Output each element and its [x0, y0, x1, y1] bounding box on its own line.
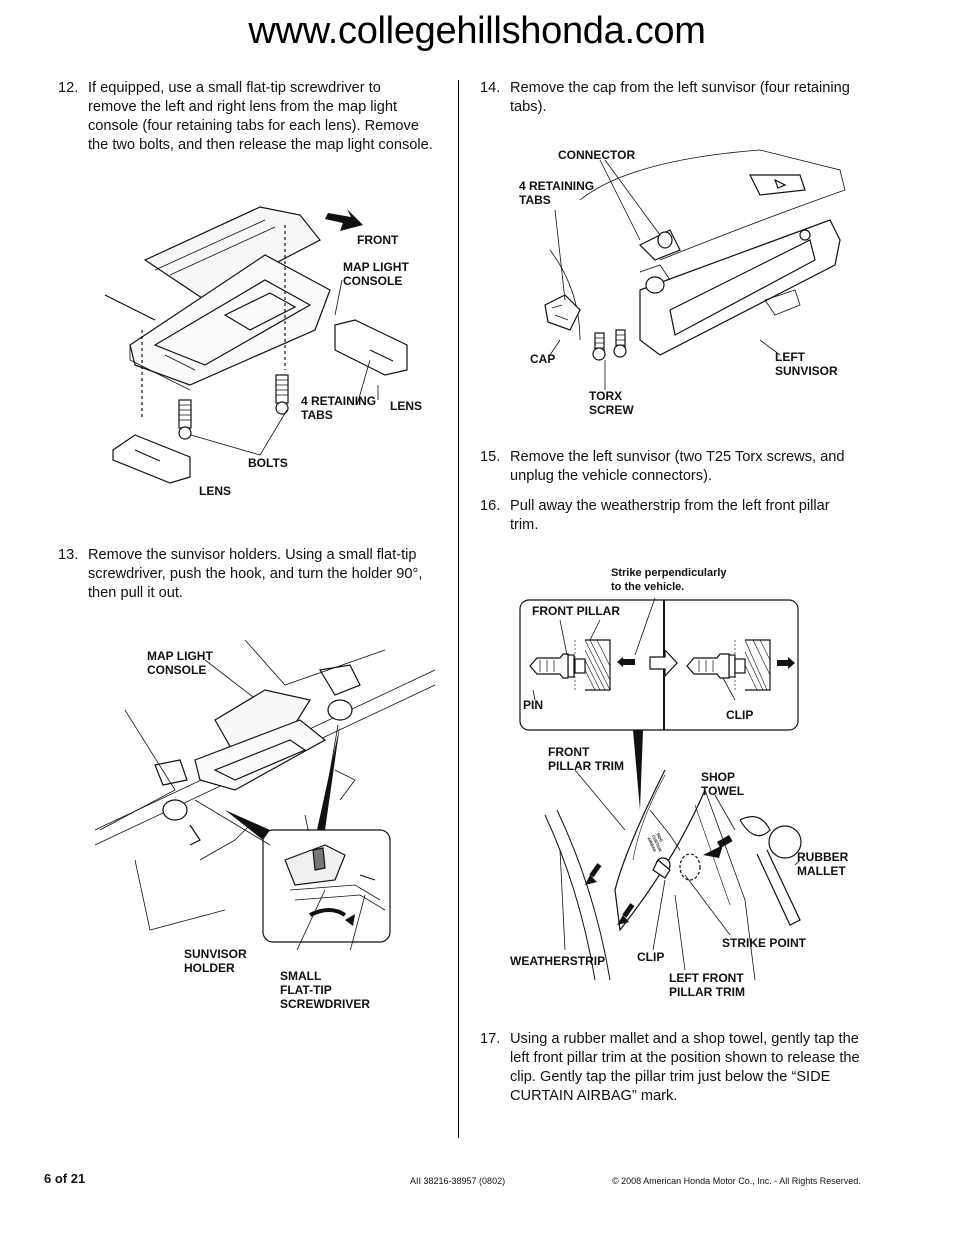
- figure-front-pillar-trim: [519, 597, 802, 981]
- step-text: If equipped, use a small flat-tip screwd…: [88, 80, 433, 153]
- label-cap: CAP: [530, 352, 556, 366]
- step-number: 12.: [58, 80, 79, 96]
- label-map-light-console-13: MAP LIGHT CONSOLE: [147, 649, 213, 677]
- figure-sunvisor-holder: [95, 639, 436, 950]
- label-map-light-console: MAP LIGHT CONSOLE: [343, 260, 409, 288]
- step-number: 14.: [480, 80, 501, 96]
- step-number: 13.: [58, 547, 79, 563]
- label-strike-note: Strike perpendicularly to the vehicle.: [611, 567, 727, 593]
- label-4-retaining-tabs: 4 RETAINING TABS: [301, 394, 377, 422]
- label-clip: CLIP: [637, 950, 665, 964]
- site-url-header: www.collegehillshonda.com: [248, 10, 706, 52]
- step-number: 15.: [480, 449, 501, 465]
- label-rubber-mallet: RUBBER MALLET: [797, 850, 849, 878]
- label-clip-detail: CLIP: [726, 708, 754, 722]
- label-front-pillar-trim: FRONT PILLAR TRIM: [548, 745, 624, 773]
- step-text: Using a rubber mallet and a shop towel, …: [510, 1031, 860, 1104]
- label-bolts: BOLTS: [248, 456, 288, 470]
- step-12: 12. If equipped, use a small flat-tip sc…: [58, 79, 438, 179]
- step-text: Remove the cap from the left sunvisor (f…: [510, 80, 850, 115]
- label-connector: CONNECTOR: [558, 148, 636, 162]
- step-number: 16.: [480, 498, 501, 514]
- step-14: 14. Remove the cap from the left sunviso…: [480, 79, 880, 119]
- label-shop-towel: SHOP TOWEL: [701, 770, 745, 798]
- step-text: Pull away the weatherstrip from the left…: [510, 498, 830, 533]
- label-left-front-pillar-trim: LEFT FRONT PILLAR TRIM: [669, 971, 745, 999]
- step-number: 17.: [480, 1031, 501, 1047]
- step-17: 17. Using a rubber mallet and a shop tow…: [480, 1030, 880, 1110]
- label-front: FRONT: [357, 233, 399, 247]
- document-number: AII 38216-38957 (0802): [410, 1176, 506, 1186]
- step-13: 13. Remove the sunvisor holders. Using a…: [58, 546, 438, 606]
- copyright: © 2008 American Honda Motor Co., Inc. - …: [612, 1176, 861, 1186]
- label-pin: PIN: [523, 698, 544, 712]
- label-left-sunvisor: LEFT SUNVISOR: [775, 350, 838, 378]
- label-front-pillar: FRONT PILLAR: [532, 604, 620, 618]
- step-text: Remove the sunvisor holders. Using a sma…: [88, 547, 423, 601]
- label-sunvisor-holder: SUNVISOR HOLDER: [184, 947, 247, 975]
- label-small-flat-tip-screwdriver: SMALL FLAT-TIP SCREWDRIVER: [280, 969, 371, 1011]
- step-15: 15. Remove the left sunvisor (two T25 To…: [480, 448, 880, 488]
- label-strike-point: STRIKE POINT: [722, 936, 807, 950]
- label-weatherstrip: WEATHERSTRIP: [510, 954, 606, 968]
- label-lens-right: LENS: [390, 399, 423, 413]
- figure-left-sunvisor: [544, 149, 846, 390]
- step-text: Remove the left sunvisor (two T25 Torx s…: [510, 449, 845, 484]
- label-4-retaining-tabs-14: 4 RETAINING TABS: [519, 179, 595, 207]
- label-lens-left: LENS: [199, 484, 232, 498]
- page-number: 6 of 21: [44, 1171, 86, 1186]
- label-torx-screw: TORX SCREW: [589, 389, 634, 417]
- step-16: 16. Pull away the weatherstrip from the …: [480, 497, 880, 537]
- figure-map-light-console: [104, 206, 408, 484]
- column-divider: [458, 80, 459, 1138]
